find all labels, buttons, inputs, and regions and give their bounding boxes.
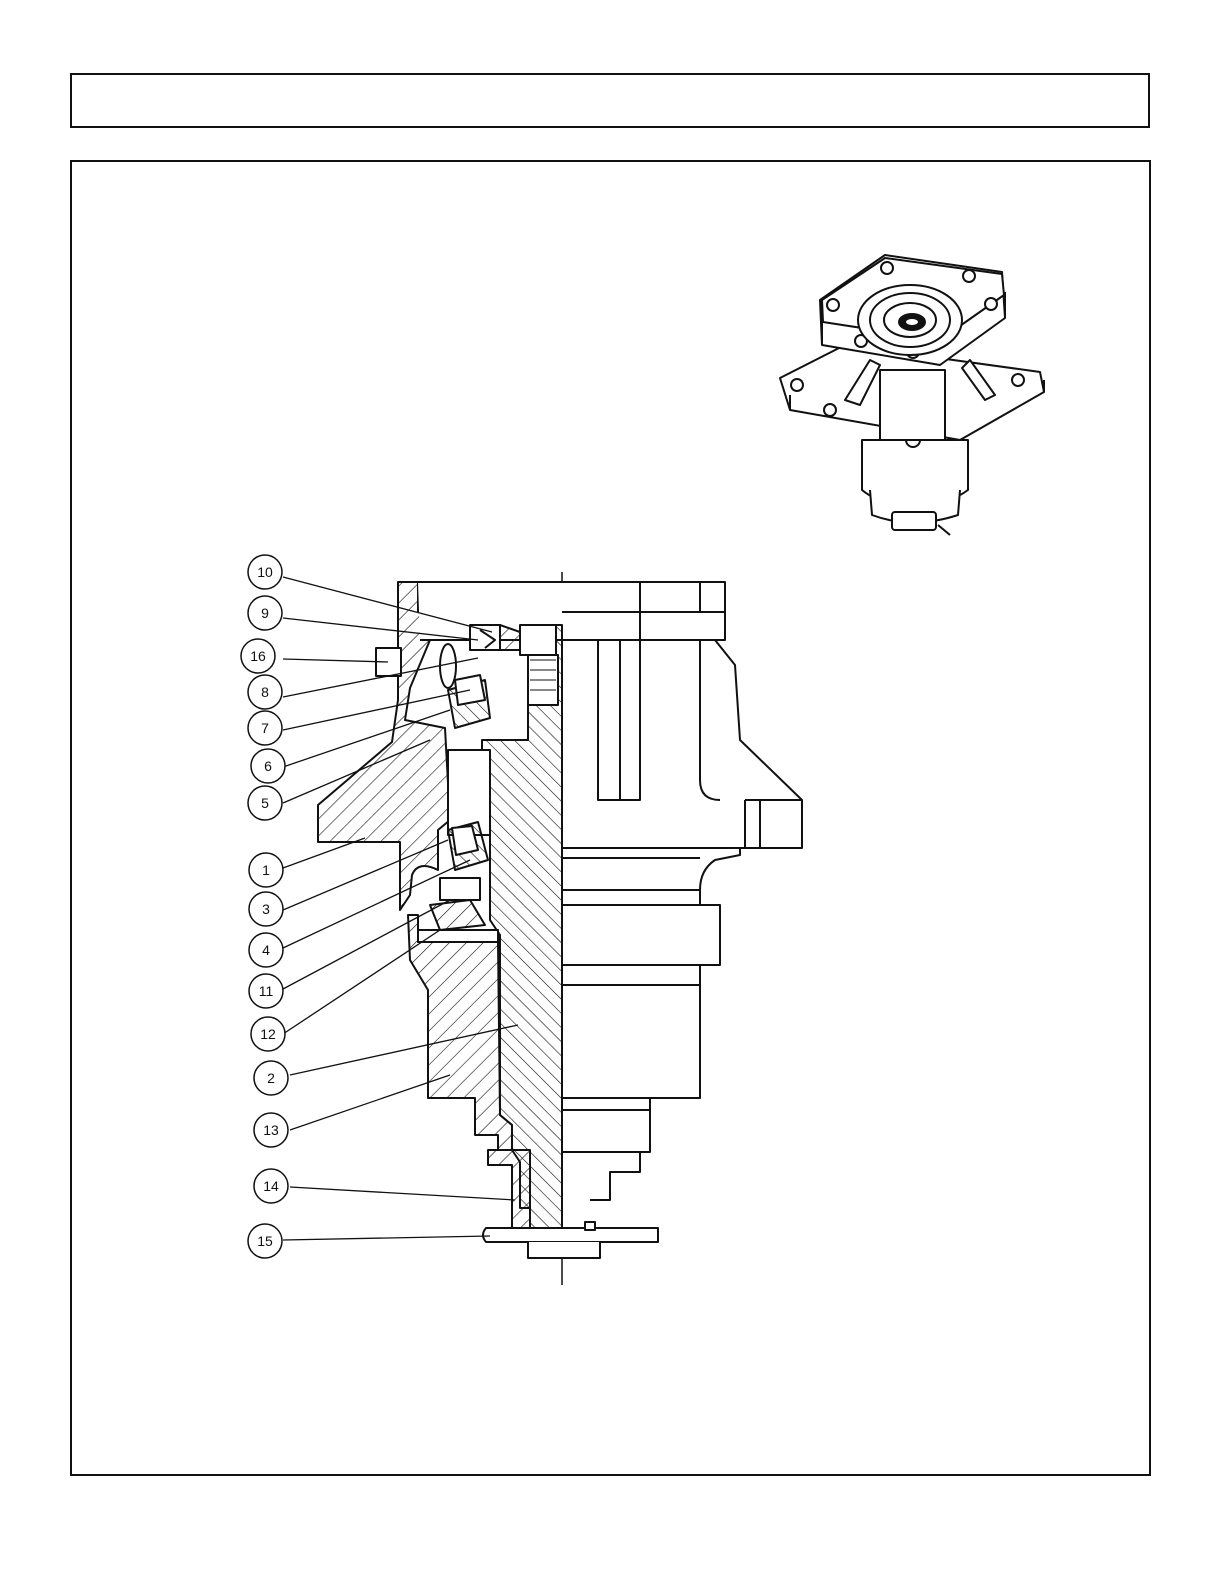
callout-13: 13 (254, 1113, 288, 1147)
svg-text:6: 6 (264, 758, 272, 774)
svg-text:11: 11 (259, 983, 274, 999)
svg-text:5: 5 (261, 795, 269, 811)
svg-text:3: 3 (262, 901, 270, 917)
svg-text:10: 10 (257, 564, 273, 580)
svg-text:7: 7 (261, 720, 269, 736)
callout-15: 15 (248, 1224, 282, 1258)
callout-14: 14 (254, 1169, 288, 1203)
callout-3: 3 (249, 892, 283, 926)
svg-text:2: 2 (267, 1070, 275, 1086)
callouts: 10 9 16 8 7 6 5 1 3 4 11 12 2 13 14 15 (241, 555, 288, 1258)
isometric-view (780, 255, 1044, 535)
callout-8: 8 (248, 675, 282, 709)
svg-text:9: 9 (261, 605, 269, 621)
svg-text:8: 8 (261, 684, 269, 700)
callout-1: 1 (249, 853, 283, 887)
cross-section-view (318, 572, 802, 1285)
svg-text:1: 1 (262, 862, 270, 878)
callout-7: 7 (248, 711, 282, 745)
callout-2: 2 (254, 1061, 288, 1095)
callout-4: 4 (249, 933, 283, 967)
callout-6: 6 (251, 749, 285, 783)
svg-text:12: 12 (260, 1026, 276, 1042)
callout-9: 9 (248, 596, 282, 630)
callout-11: 11 (249, 974, 283, 1008)
callout-16: 16 (241, 639, 275, 673)
svg-text:15: 15 (257, 1233, 273, 1249)
callout-12: 12 (251, 1017, 285, 1051)
callout-5: 5 (248, 786, 282, 820)
svg-text:13: 13 (263, 1122, 279, 1138)
svg-text:4: 4 (262, 942, 270, 958)
svg-text:16: 16 (250, 648, 266, 664)
svg-text:14: 14 (263, 1178, 279, 1194)
callout-10: 10 (248, 555, 282, 589)
